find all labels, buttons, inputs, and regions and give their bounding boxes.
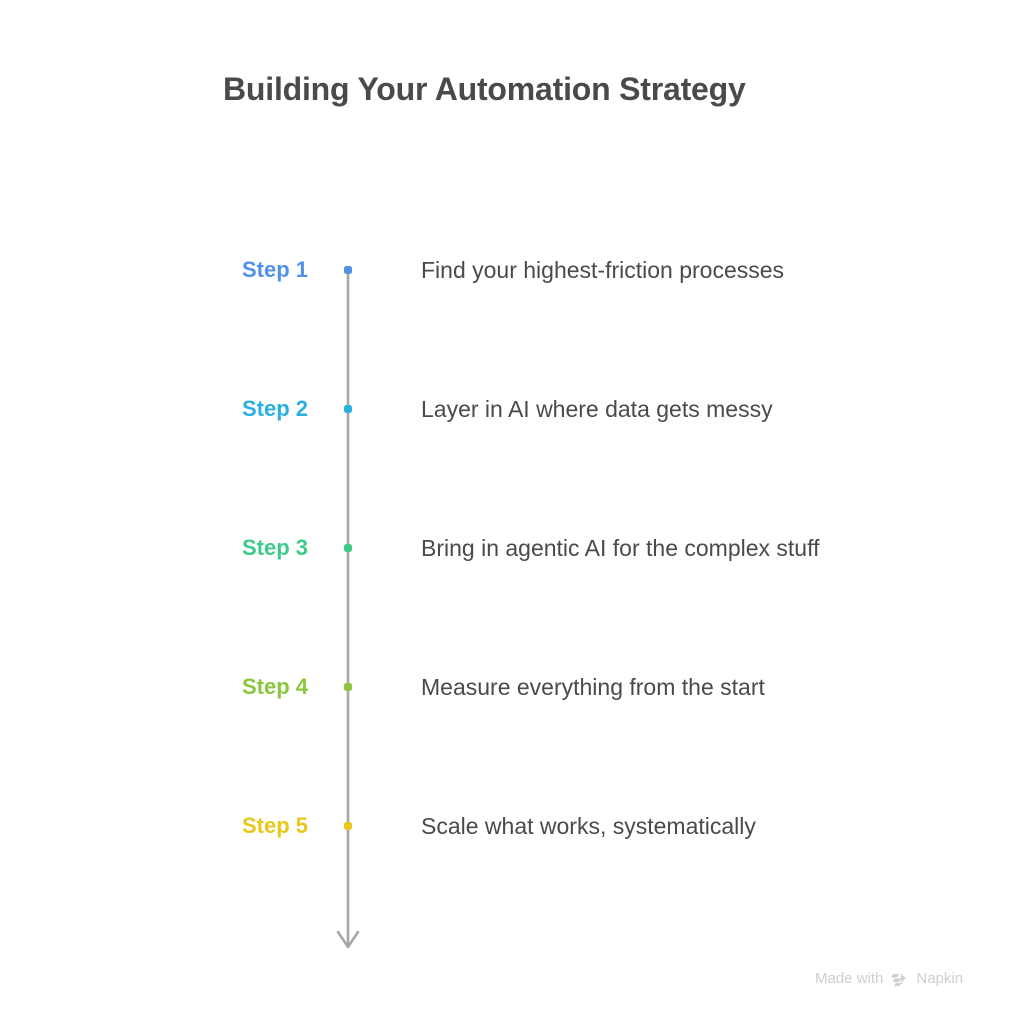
step-marker-dot-2 <box>344 405 352 413</box>
step-marker-dot-1 <box>344 266 352 274</box>
watermark-brand-label: Napkin <box>916 970 964 987</box>
arrow-down-icon <box>336 930 360 949</box>
step-label-2: Step 2 <box>241 396 308 421</box>
step-description-1: Find your highest-friction processes <box>421 257 785 283</box>
napkin-logo-icon <box>891 973 906 987</box>
timeline-step-row: Step 5 Scale what works, systematically <box>0 806 1010 846</box>
step-label-3: Step 3 <box>241 535 308 560</box>
step-label-1: Step 1 <box>241 257 308 282</box>
step-marker-dot-3 <box>344 544 352 552</box>
timeline-axis <box>336 272 360 949</box>
step-marker-dot-5 <box>344 822 352 830</box>
step-description-3: Bring in agentic AI for the complex stuf… <box>421 535 820 561</box>
timeline-step-row: Step 1 Find your highest-friction process… <box>0 250 1010 290</box>
step-label-5: Step 5 <box>241 813 308 838</box>
step-description-5: Scale what works, systematically <box>421 813 756 839</box>
step-description-2: Layer in AI where data gets messy <box>421 396 773 422</box>
watermark: Made with Napkin <box>815 969 963 988</box>
step-description-4: Measure everything from the start <box>421 674 765 700</box>
page-title: Building Your Automation Strategy <box>223 71 746 107</box>
timeline-step-row: Step 2 Layer in AI where data gets messy <box>0 389 1010 429</box>
step-marker-dot-4 <box>344 683 352 691</box>
step-label-4: Step 4 <box>241 674 308 699</box>
timeline-step-row: Step 4 Measure everything from the start <box>0 667 1010 707</box>
watermark-made-with-label: Made with <box>815 970 884 987</box>
timeline-step-row: Step 3 Bring in agentic AI for the comple… <box>0 528 1010 568</box>
